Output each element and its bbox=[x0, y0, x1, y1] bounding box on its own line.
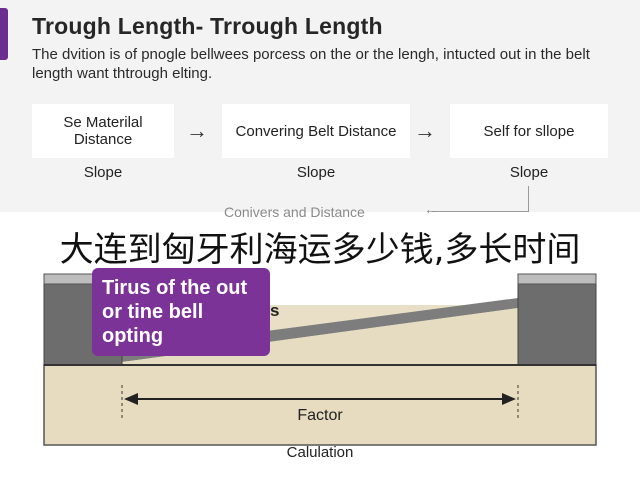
right-pillar bbox=[517, 279, 597, 366]
dimension-arrow-right-icon bbox=[502, 393, 516, 405]
callout-box: Tirus of the out or tine bell opting bbox=[92, 268, 270, 356]
return-flow-label: Conivers and Distance bbox=[224, 204, 365, 220]
step-box-conveying-belt-distance: Convering Belt Distance bbox=[222, 104, 410, 158]
dimension-label: Factor bbox=[297, 407, 343, 424]
step-box-material-distance: Se Materilal Distance bbox=[32, 104, 174, 158]
slope-label: Slope bbox=[296, 164, 336, 181]
overlay-caption: 大连到匈牙利海运多少钱,多长时间 bbox=[59, 230, 581, 270]
right-arrow-icon: → bbox=[414, 118, 436, 143]
right-pillar-cap bbox=[517, 273, 597, 285]
return-connector-line bbox=[528, 186, 529, 212]
accent-bar bbox=[0, 8, 8, 60]
description-text: The dvition is of pnogle bellwees porces… bbox=[32, 46, 590, 82]
return-connector-line bbox=[432, 211, 529, 212]
right-arrow-icon: → bbox=[186, 118, 208, 143]
page-title: Trough Length- Trrough Length bbox=[32, 13, 383, 39]
footer-label: Calulation bbox=[286, 444, 354, 461]
step-box-self-for-slope: Self for sllope bbox=[450, 104, 608, 158]
dimension-arrow-left-icon bbox=[124, 393, 138, 405]
left-arrow-icon: ← bbox=[424, 201, 438, 217]
slope-label: Slope bbox=[509, 164, 549, 181]
ground-base bbox=[43, 364, 597, 446]
partial-label: s bbox=[270, 301, 279, 320]
slope-label: Slope bbox=[83, 164, 123, 181]
